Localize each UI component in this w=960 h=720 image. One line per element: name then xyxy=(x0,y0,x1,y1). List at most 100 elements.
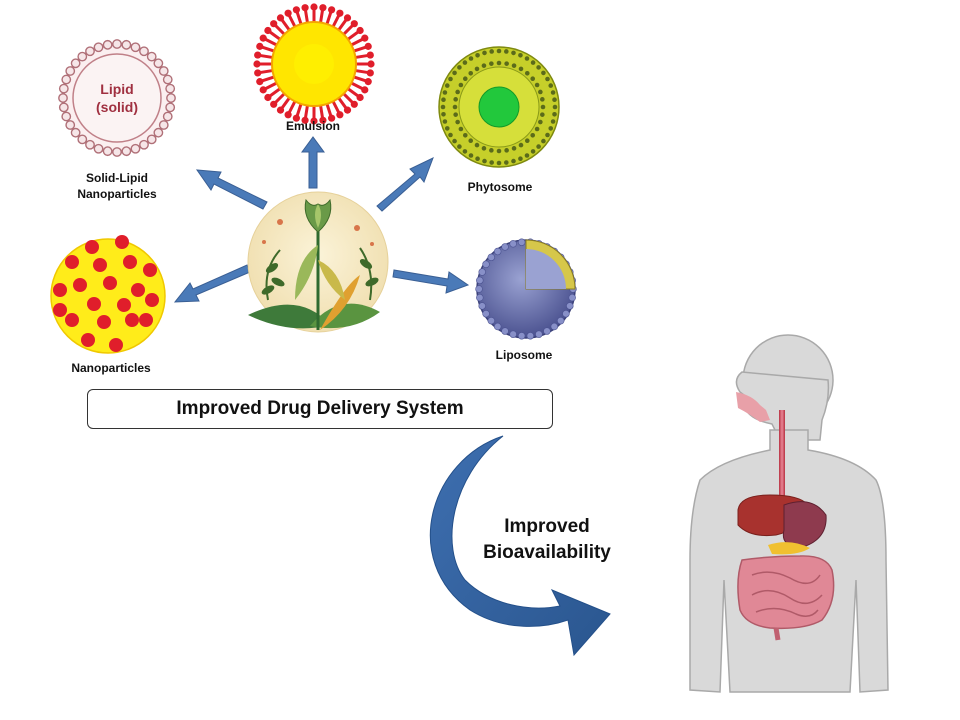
arrow-to-emulsion xyxy=(301,136,325,189)
lipid-bead xyxy=(146,51,157,62)
emulsion-head xyxy=(259,34,267,42)
outcome-label-line1: Improved xyxy=(504,516,590,537)
phytosome-dot xyxy=(518,66,524,72)
central-label: Improved Drug Delivery System xyxy=(176,398,464,419)
phytosome-dot xyxy=(504,49,509,54)
emulsion-head xyxy=(361,86,369,94)
emulsion-head xyxy=(356,26,364,35)
liposome-label: Liposome xyxy=(496,348,553,362)
liposome-head xyxy=(568,293,576,302)
phytosome-dot xyxy=(511,158,516,164)
phytosome-dot xyxy=(475,156,480,162)
arrow-to-phytosome xyxy=(376,157,434,212)
emulsion-head xyxy=(256,42,264,50)
phytosome-dot xyxy=(518,142,524,148)
lipid-bead xyxy=(58,102,69,113)
plant-herb-icon xyxy=(247,191,389,333)
phytosome-dot xyxy=(455,119,460,125)
phytosome-dot xyxy=(468,70,474,76)
liposome-head xyxy=(535,330,543,338)
lipid-bead xyxy=(77,134,88,145)
phytosome-dot xyxy=(496,160,502,166)
liposome-head xyxy=(482,310,490,318)
lipid-bead xyxy=(153,127,164,138)
nanoparticle-dot xyxy=(85,240,99,254)
phytosome-dot xyxy=(536,65,541,70)
liposome-head xyxy=(493,247,502,256)
emulsion-head xyxy=(367,60,375,68)
emulsion-head xyxy=(270,100,278,108)
phytosome-dot xyxy=(545,132,550,138)
lipid-bead xyxy=(130,42,141,53)
phytosome-dot xyxy=(452,138,457,144)
liposome-head xyxy=(562,310,570,318)
phytosome-dot xyxy=(530,60,536,65)
emulsion-head xyxy=(356,93,364,102)
liposome-head xyxy=(475,285,483,293)
lipid-bead xyxy=(121,146,132,157)
emulsion-head xyxy=(301,116,309,124)
phytosome-dot xyxy=(534,126,540,132)
nanoparticle-dot xyxy=(131,283,145,297)
lipid-bead xyxy=(158,120,169,130)
lipid-bead xyxy=(58,93,68,103)
phytosome-dot xyxy=(550,119,556,124)
liposome-head xyxy=(517,238,526,246)
phytosome-dot xyxy=(468,153,474,158)
liposome-head xyxy=(501,243,509,251)
phytosome-dot xyxy=(444,83,450,88)
phytosome-dot xyxy=(462,76,468,82)
lipid-bead xyxy=(162,74,173,85)
liposome-head xyxy=(487,253,495,262)
phytosome-dot xyxy=(511,63,517,68)
phytosome-dot xyxy=(550,90,556,95)
lipid-bead xyxy=(139,139,149,150)
nanoparticle-dot xyxy=(143,263,157,277)
lipid-bead xyxy=(158,66,169,76)
phytosome-dot xyxy=(462,132,468,138)
emulsion-head xyxy=(276,14,285,22)
lipid-bead xyxy=(65,66,76,76)
phytosome-dot xyxy=(538,89,543,95)
lipid-bead xyxy=(93,42,104,53)
liposome-icon xyxy=(475,238,577,340)
emulsion-head xyxy=(292,6,300,14)
phytosome-dot xyxy=(540,112,545,117)
lipid-bead xyxy=(85,46,95,57)
lipid-bead xyxy=(70,58,81,69)
phytosome-dot xyxy=(524,153,530,158)
phytosome-dot xyxy=(462,60,468,65)
phytosome-dot xyxy=(489,148,494,153)
emulsion-head xyxy=(264,26,272,35)
nanoparticle-dot xyxy=(97,315,111,329)
phytosome-dot xyxy=(452,70,457,76)
emulsion-head xyxy=(276,106,285,114)
phytosome-dot xyxy=(489,49,494,54)
lipid-inner-sublabel: (solid) xyxy=(96,99,138,115)
phytosome-dot xyxy=(540,104,546,110)
liposome-head xyxy=(543,327,551,335)
phytosome-dot xyxy=(448,132,453,138)
human-digestive-system-icon xyxy=(689,334,889,693)
lipid-bead xyxy=(162,111,173,122)
phytosome-dot xyxy=(452,104,458,110)
liposome-head xyxy=(487,316,495,325)
emulsion-head xyxy=(256,78,264,86)
nanoparticle-dot xyxy=(53,303,67,317)
liposome-head xyxy=(501,327,509,335)
solid-lipid-label-line2: Nanoparticles xyxy=(77,187,157,201)
emulsion-head xyxy=(343,14,352,22)
phytosome-dot xyxy=(457,65,462,70)
phytosome-dot xyxy=(530,149,536,154)
phytosome-dot xyxy=(468,56,474,61)
outcome-label: Improved Bioavailability xyxy=(472,514,622,566)
phytosome-dot xyxy=(468,138,474,144)
phytosome-dot xyxy=(541,138,546,144)
phytosome-dot xyxy=(496,148,502,154)
emulsion-head xyxy=(364,78,372,86)
nanoparticle-dot xyxy=(103,276,117,290)
phytosome-dot xyxy=(482,158,487,164)
lipid-bead xyxy=(166,93,176,103)
outcome-label-line2: Bioavailability xyxy=(483,542,611,563)
